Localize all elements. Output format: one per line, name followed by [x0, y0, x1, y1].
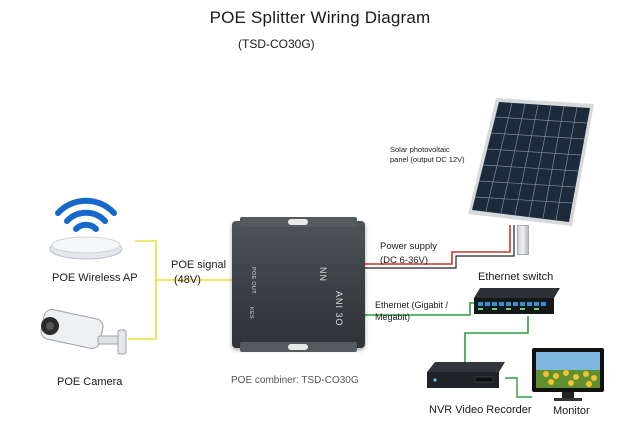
- box-caption: POE combiner: TSD-CO30G: [231, 375, 359, 386]
- ethernet-switch-device: [474, 288, 560, 316]
- camera-device: [36, 300, 132, 364]
- solar-panel-label: Solar photovoltaic panel (output DC 12V): [390, 145, 465, 164]
- solar-panel-pole: [517, 225, 529, 255]
- poe-wire-ap: [135, 240, 232, 281]
- poe-wire-camera: [128, 280, 157, 340]
- wifi-icon: [49, 197, 123, 260]
- poe-signal-label: POE signal: [171, 259, 227, 271]
- power-supply-label: Power supply: [380, 241, 438, 252]
- ethernet-label: Ethernet (Gigabit / Megabit): [375, 300, 449, 322]
- ethernet-wire-nvr: [464, 316, 529, 362]
- box-label-ani: ANI 3O: [334, 291, 344, 327]
- nvr-device: [427, 362, 505, 390]
- wireless-ap-label: POE Wireless AP: [52, 272, 138, 284]
- camera-icon: [40, 309, 127, 355]
- monitor-label: Monitor: [553, 405, 590, 417]
- solar-panel-icon: [468, 98, 594, 226]
- box-mount-slot-bottom: [288, 344, 308, 350]
- diagram-title: POE Splitter Wiring Diagram: [209, 8, 431, 27]
- switch-icon: [474, 288, 560, 314]
- power-wire-negative: [365, 225, 515, 269]
- box-label-poe-out: POE OUT: [250, 267, 256, 294]
- monitor-device: [532, 348, 604, 402]
- diagram-subtitle: (TSD-CO30G): [238, 37, 315, 51]
- wireless-ap-device: [40, 185, 130, 263]
- monitor-icon: [532, 348, 604, 401]
- camera-label: POE Camera: [57, 376, 123, 388]
- box-mount-slot-top: [288, 219, 308, 225]
- nvr-icon: [427, 362, 505, 388]
- power-wire-positive: [365, 225, 511, 265]
- ethernet-switch-label: Ethernet switch: [478, 271, 554, 283]
- box-label-nn: NN: [318, 267, 328, 282]
- power-supply-voltage: (DC 6-36V): [380, 255, 429, 266]
- nvr-label: NVR Video Recorder: [429, 404, 532, 416]
- poe-splitter-box: NN ANI 3O POE OUT KES: [232, 217, 365, 352]
- ethernet-wire-monitor: [505, 377, 532, 398]
- box-label-kes: KES: [248, 307, 254, 319]
- poe-signal-voltage: (48V): [174, 274, 201, 286]
- solar-panel: [468, 98, 594, 226]
